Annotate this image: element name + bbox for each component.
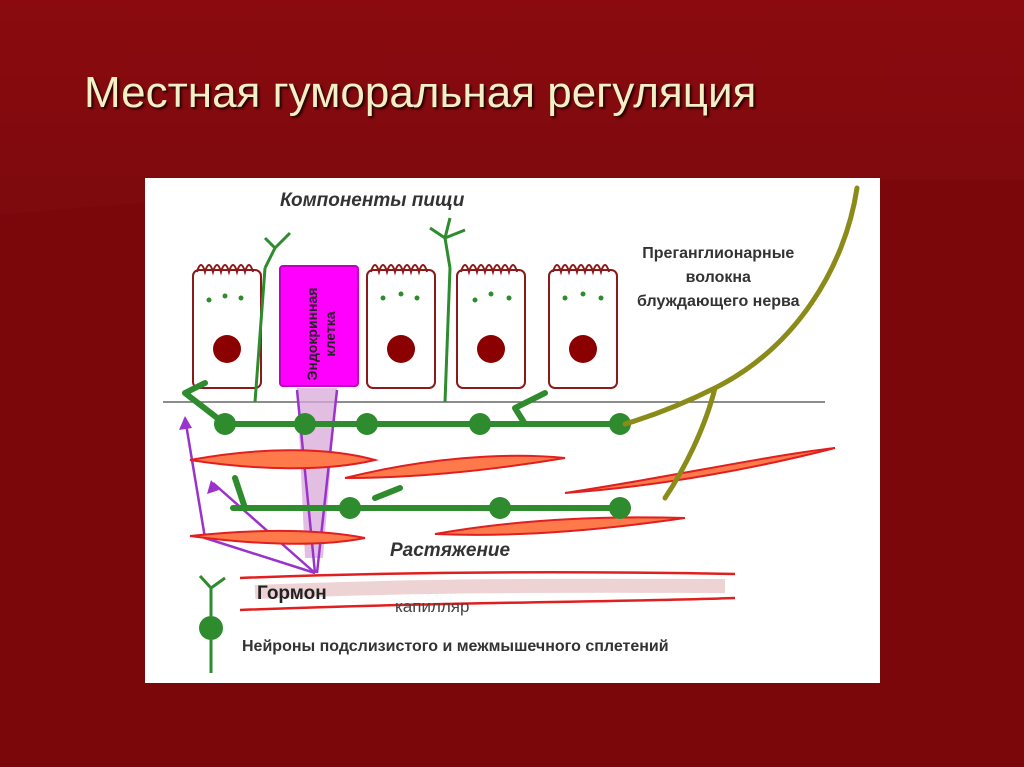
epithelial-cell xyxy=(548,269,618,389)
muscle-cell xyxy=(434,516,686,536)
nuclei xyxy=(213,335,597,363)
neuron-body xyxy=(609,497,631,519)
stretch-label: Растяжение xyxy=(390,540,511,561)
neurons-label: Нейроны подслизистого и межмышечного спл… xyxy=(242,638,669,655)
neuron-body xyxy=(214,413,236,435)
preganglionic-line3: блуждающего нерва xyxy=(637,293,800,310)
preganglionic-line1: Преганглионарные xyxy=(642,245,795,262)
neuron-body xyxy=(294,413,316,435)
preganglionic-label: Преганглионарные волокна блуждающего нер… xyxy=(637,242,800,314)
diagram-figure: Компоненты пищи Преганглионарные волокна… xyxy=(145,178,880,683)
muscle-cell xyxy=(564,447,836,494)
diagram-svg xyxy=(163,185,860,673)
neuron-body xyxy=(199,616,223,640)
neuron-body xyxy=(339,497,361,519)
neuron-bodies xyxy=(199,413,631,640)
neuron-body xyxy=(489,497,511,519)
neuron-body xyxy=(356,413,378,435)
endocrine-cell xyxy=(279,265,359,387)
nucleus xyxy=(213,335,241,363)
epithelial-cell xyxy=(456,269,526,389)
neuron-body xyxy=(609,413,631,435)
dendrites xyxy=(198,217,466,673)
muscle-cell xyxy=(189,449,379,470)
endocrine-line1: Эндокринная xyxy=(304,287,320,381)
capillary-label: капилляр xyxy=(395,597,470,616)
endocrine-line2: клетка xyxy=(322,311,338,357)
preganglionic-line2: волокна xyxy=(685,269,751,286)
microvilli xyxy=(196,264,610,276)
slide-title: Местная гуморальная регуляция xyxy=(84,68,757,117)
nucleus xyxy=(387,335,415,363)
muscle-cell xyxy=(189,529,366,545)
food-components-label: Компоненты пищи xyxy=(280,190,465,211)
granules xyxy=(206,291,604,303)
capillary xyxy=(239,570,736,612)
epithelial-cell xyxy=(366,269,436,389)
epithelial-cell xyxy=(192,269,262,389)
hormone-label: Гормон xyxy=(257,583,327,604)
vagus-fibers xyxy=(622,185,860,501)
smooth-muscle xyxy=(189,447,836,545)
muscle-cell xyxy=(344,454,566,479)
nucleus xyxy=(477,335,505,363)
nucleus xyxy=(569,335,597,363)
neuron-body xyxy=(469,413,491,435)
capillary-blood xyxy=(254,578,726,599)
